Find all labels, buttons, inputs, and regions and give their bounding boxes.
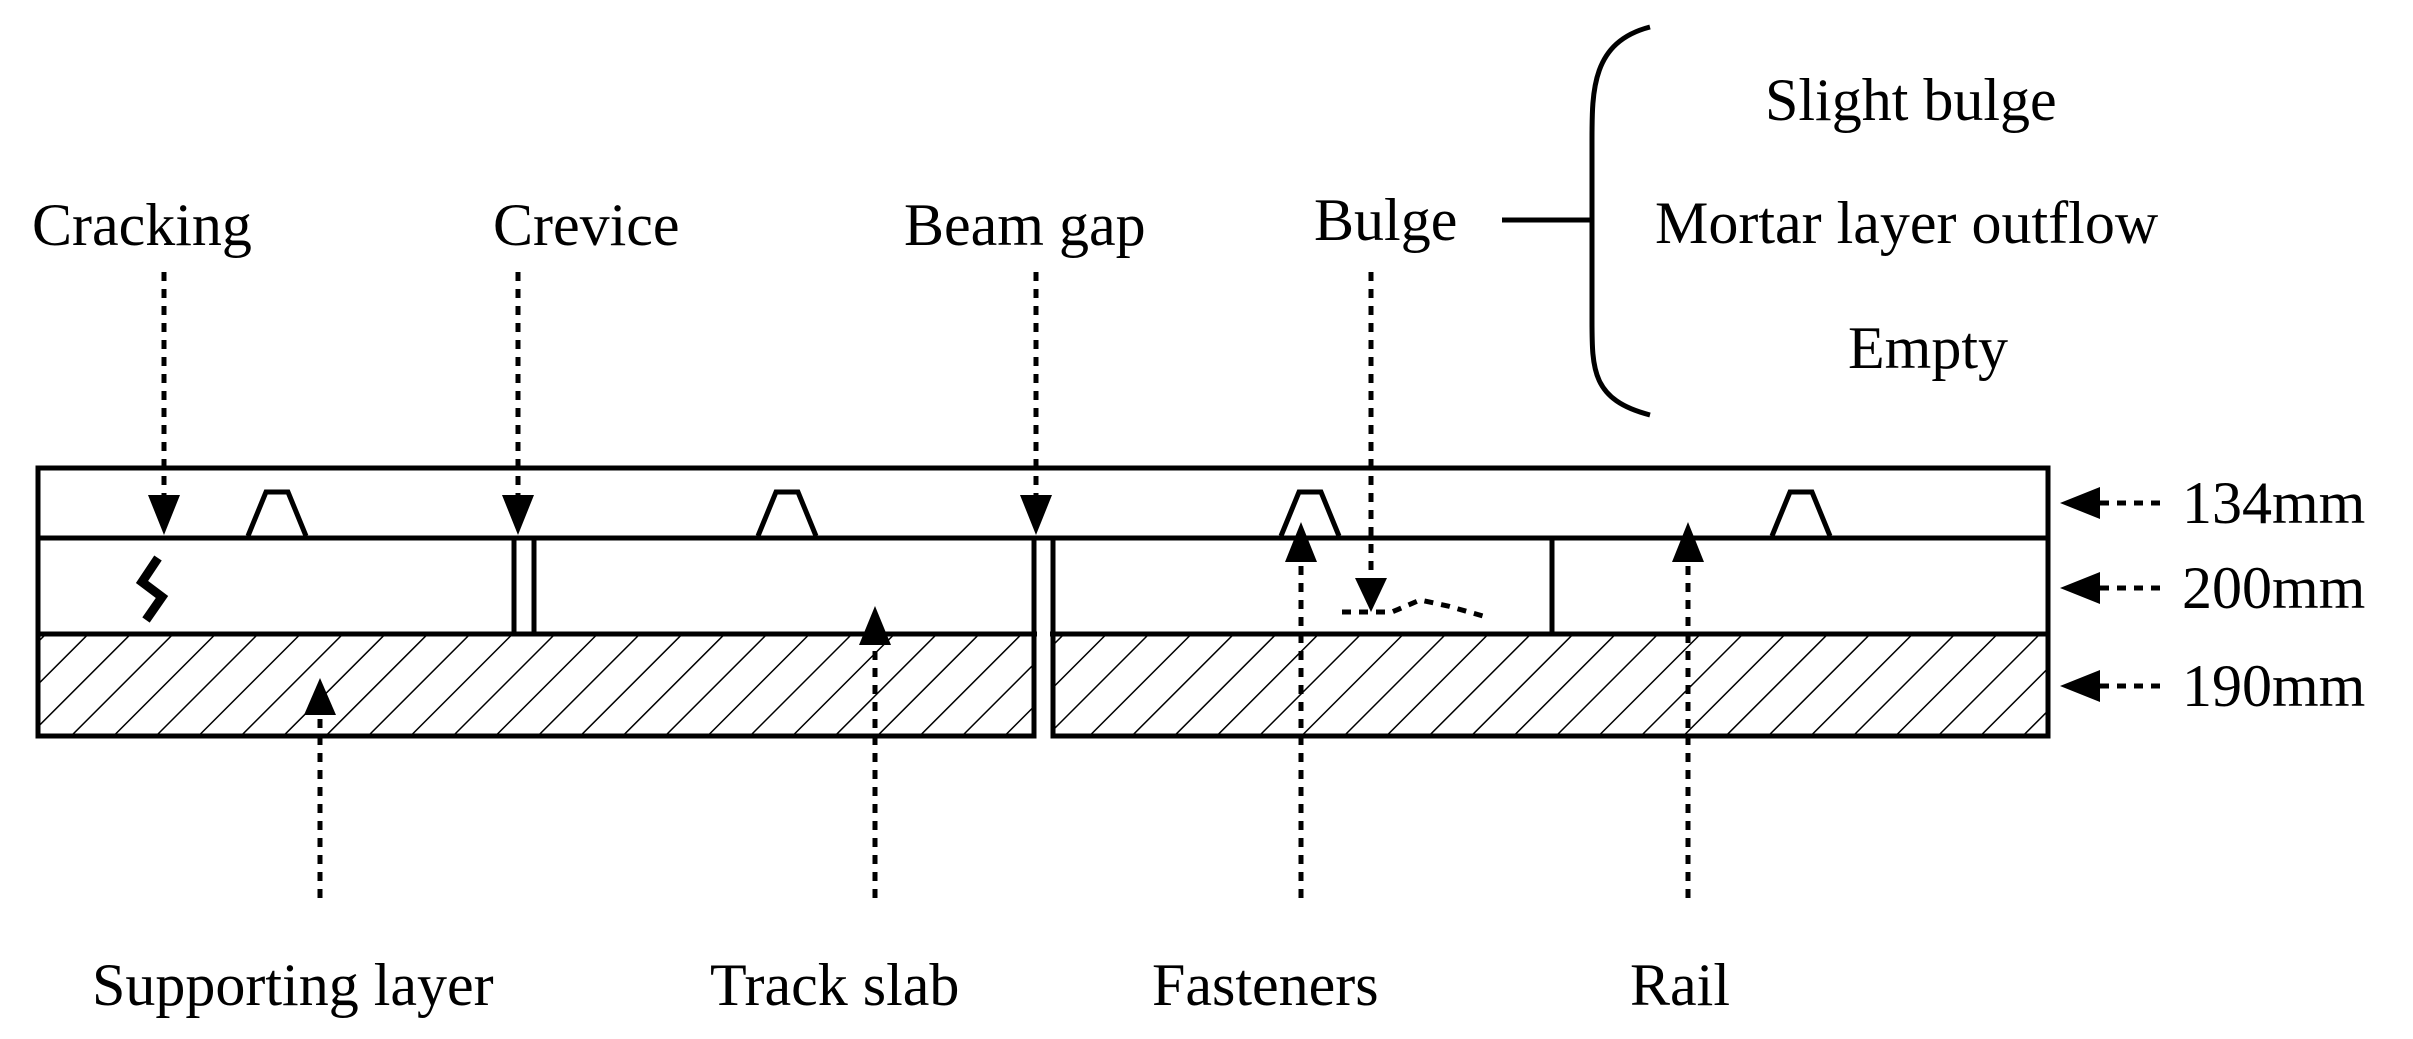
arrow-rail-head <box>1672 522 1704 562</box>
label-supporting-layer: Supporting layer <box>92 952 494 1018</box>
arrow-track-slab-head <box>859 606 891 645</box>
bulge-shape <box>1342 597 1491 621</box>
label-bulge: Bulge <box>1314 187 1457 253</box>
dim-top-arrow-head <box>2060 487 2100 519</box>
arrow-supporting-layer-head <box>304 678 336 715</box>
fastener-3 <box>1278 489 1342 537</box>
fastener-1 <box>245 489 309 537</box>
arrow-fasteners-head <box>1285 522 1317 562</box>
label-empty: Empty <box>1848 315 2008 381</box>
label-cracking: Cracking <box>32 192 252 258</box>
label-rail: Rail <box>1630 952 1730 1018</box>
fastener-4 <box>1769 489 1833 537</box>
dim-top-label: 134mm <box>2182 470 2365 536</box>
crack-symbol <box>135 555 169 623</box>
supporting-layer-right-hatch <box>1053 634 2048 736</box>
arrow-beam-gap-head <box>1020 495 1052 535</box>
dim-middle-label: 200mm <box>2182 555 2365 621</box>
beam-gap-space <box>1037 541 1050 741</box>
label-beam-gap: Beam gap <box>904 192 1146 258</box>
dim-middle-arrow-head <box>2060 572 2100 604</box>
dim-bottom-arrow-head <box>2060 670 2100 702</box>
supporting-layer-left-hatch <box>38 634 1034 736</box>
arrow-cracking-head <box>148 495 180 535</box>
arrow-crevice-head <box>502 495 534 535</box>
label-slight-bulge: Slight bulge <box>1765 67 2057 133</box>
fastener-2 <box>755 489 819 537</box>
label-track-slab: Track slab <box>710 952 959 1018</box>
dim-bottom-label: 190mm <box>2182 653 2365 719</box>
label-fasteners: Fasteners <box>1152 952 1379 1018</box>
label-crevice: Crevice <box>493 192 680 258</box>
label-mortar-layer-outflow: Mortar layer outflow <box>1655 190 2159 256</box>
arrow-bulge-head <box>1355 578 1387 612</box>
bulge-bracket <box>1589 24 1651 418</box>
